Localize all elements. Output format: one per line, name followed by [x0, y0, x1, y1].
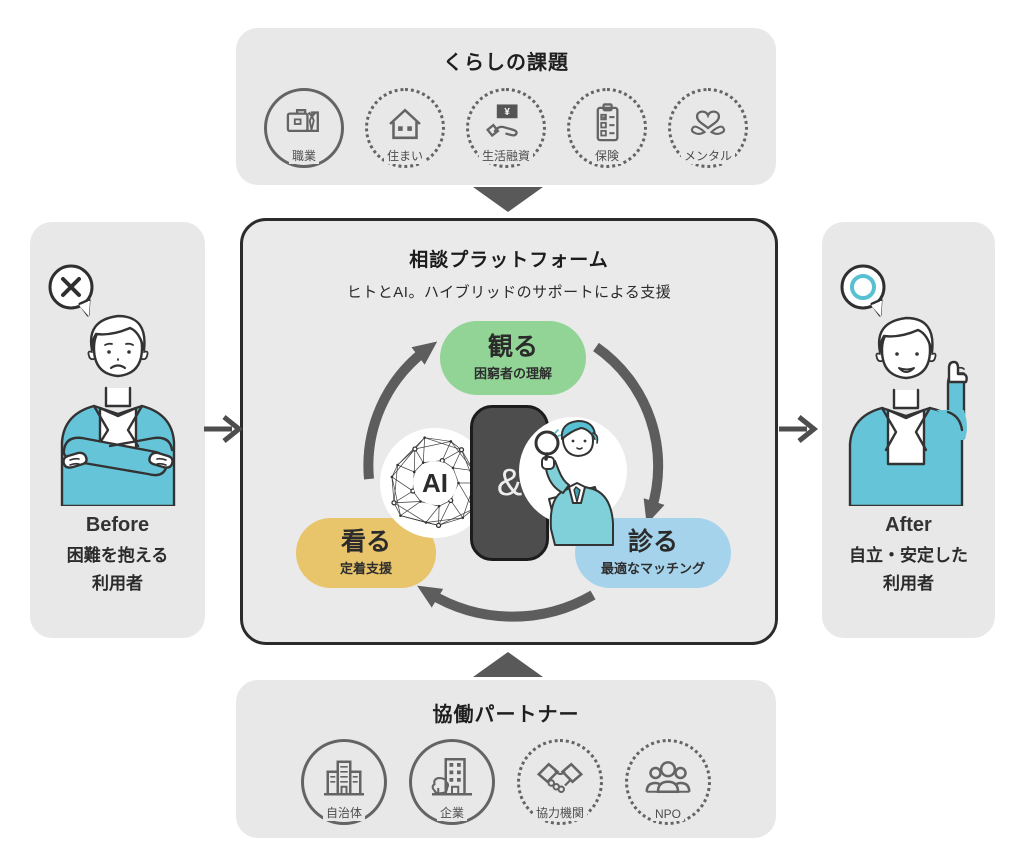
after-description: 自立・安定した 利用者 — [822, 542, 995, 598]
house-icon — [389, 108, 421, 140]
company-building-icon — [431, 758, 472, 796]
before-panel: Before 困難を抱える 利用者 — [30, 222, 205, 638]
platform-subtitle: ヒトとAI。ハイブリッドのサポートによる支援 — [346, 284, 672, 301]
life-issues-title: くらしの課題 — [443, 52, 569, 74]
platform-panel: 相談プラットフォーム ヒトとAI。ハイブリッドのサポートによる支援 観る 困窮者… — [240, 218, 778, 645]
arrow-bottom-to-center — [473, 652, 543, 677]
step-watch-pill: 観る 困窮者の理解 — [440, 321, 586, 395]
clipboard-icon — [596, 103, 619, 142]
issue-housing: 住まい — [365, 88, 445, 168]
x-speech-bubble — [48, 264, 94, 317]
partner-municipality-label: 自治体 — [322, 804, 366, 821]
arrow-top-to-center — [473, 187, 543, 212]
partner-company-label: 企業 — [436, 804, 468, 821]
loan-hand-icon: ¥ — [485, 104, 518, 138]
partner-cooperating-org: 協力機関 — [517, 739, 603, 825]
life-issues-icon-row: 職業 住まい ¥ 生活融資 — [236, 88, 776, 168]
after-person-illustration — [848, 316, 968, 506]
partner-npo-label: NPO — [651, 807, 685, 821]
before-description: 困難を抱える 利用者 — [30, 542, 205, 598]
svg-text:¥: ¥ — [504, 107, 510, 118]
issue-mental: メンタル — [668, 88, 748, 168]
x-mark-icon — [61, 277, 81, 297]
before-title: Before — [85, 514, 150, 536]
issue-loan: ¥ 生活融資 — [466, 88, 546, 168]
issue-insurance-label: 保険 — [591, 147, 623, 164]
partner-municipality: 自治体 — [301, 739, 387, 825]
step-diagnose-sublabel: 最適なマッチング — [600, 561, 705, 577]
handshake-icon — [536, 762, 584, 793]
before-person-illustration — [60, 314, 176, 506]
partners-title: 協働パートナー — [432, 704, 580, 726]
partners-panel: 協働パートナー 自治体 — [236, 680, 776, 838]
after-line2: 利用者 — [883, 574, 934, 593]
arrow-platform-to-after — [779, 415, 819, 443]
cycle-ring — [363, 341, 665, 622]
gov-building-icon — [324, 760, 364, 796]
before-line2: 利用者 — [92, 574, 143, 593]
cycle-arc-bottom — [417, 585, 596, 622]
briefcase-icon — [286, 109, 319, 133]
life-issues-panel: くらしの課題 職業 — [236, 28, 776, 185]
issue-mental-label: メンタル — [680, 147, 736, 164]
heart-hands-icon — [690, 110, 726, 135]
partners-icon-row: 自治体 企業 — [236, 739, 776, 825]
step-watch-label: 観る — [487, 332, 538, 361]
partner-company: 企業 — [409, 739, 495, 825]
after-title: After — [885, 514, 932, 536]
cycle-arc-left — [363, 341, 438, 480]
consultant-illustration — [534, 420, 614, 546]
after-panel: After 自立・安定した 利用者 — [822, 222, 995, 638]
issue-insurance: 保険 — [567, 88, 647, 168]
arrow-before-to-platform — [204, 415, 244, 443]
step-watch-sublabel: 困窮者の理解 — [473, 366, 552, 382]
consultant-bubble — [519, 417, 627, 546]
platform-title: 相談プラットフォーム — [409, 250, 609, 271]
issue-housing-label: 住まい — [383, 147, 427, 164]
issue-occupation: 職業 — [264, 88, 344, 168]
ai-label: AI — [422, 468, 448, 498]
circle-mark-icon — [850, 274, 876, 300]
ampersand-label: & — [496, 461, 523, 504]
step-diagnose-label: 診る — [627, 527, 678, 556]
partner-npo: NPO — [625, 739, 711, 825]
partner-cooperating-org-label: 協力機関 — [532, 804, 588, 821]
after-line1: 自立・安定した — [849, 546, 968, 565]
ai-network-graph — [390, 436, 478, 528]
step-support-label: 看る — [340, 527, 391, 556]
issue-loan-label: 生活融資 — [478, 147, 534, 164]
step-support-sublabel: 定着支援 — [339, 561, 392, 577]
circle-speech-bubble — [840, 264, 886, 317]
before-line1: 困難を抱える — [66, 546, 169, 565]
issue-occupation-label: 職業 — [288, 147, 320, 164]
ai-network-bubble: AI — [380, 428, 490, 538]
people-group-icon — [645, 761, 691, 793]
cycle-arc-right — [593, 342, 665, 525]
